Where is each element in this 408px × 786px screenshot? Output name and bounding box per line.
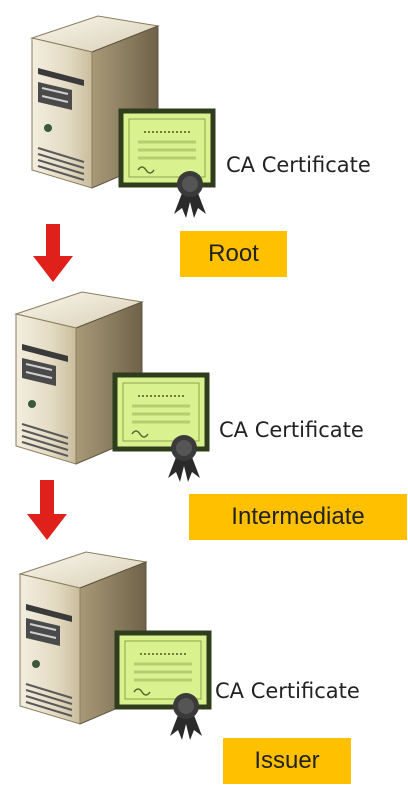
server-tower-icon <box>30 15 160 189</box>
certificate-icon <box>112 372 210 482</box>
certificate-icon <box>114 630 212 740</box>
cert-label: CA Certificate <box>219 418 364 442</box>
arrow-down-icon <box>27 480 67 540</box>
cert-label: CA Certificate <box>215 679 360 703</box>
arrow-down-icon <box>33 224 73 282</box>
tier-label-issuer: Issuer <box>223 738 351 784</box>
certificate-icon <box>118 108 216 218</box>
cert-label: CA Certificate <box>226 153 371 177</box>
tier-label-root: Root <box>180 231 287 277</box>
tier-label-intermediate: Intermediate <box>189 494 407 540</box>
